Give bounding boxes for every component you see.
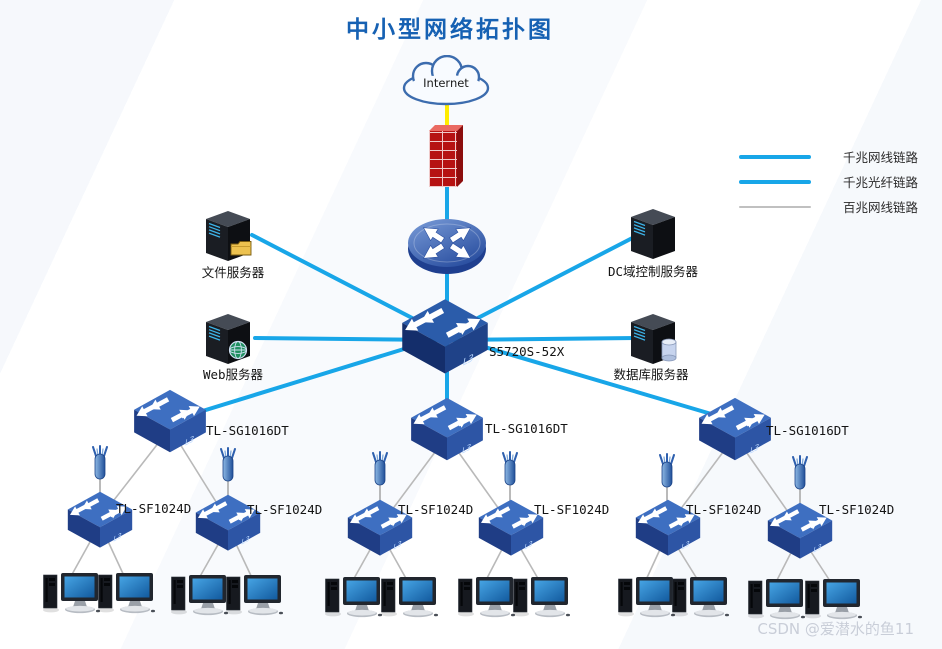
access-switch-4-label: TL-SF1024D (534, 502, 610, 517)
desktop-pc-icon (617, 576, 675, 618)
globe-icon (228, 340, 248, 360)
fast-ethernet-line-swatch (739, 205, 811, 208)
legend-label: 千兆网线链路 (843, 150, 919, 165)
internet-label: Internet (423, 76, 469, 90)
access-switch-1-icon (67, 491, 133, 548)
core-switch-icon (401, 299, 488, 374)
access-switch-3-label: TL-SF1024D (398, 502, 474, 517)
wireless-ap-icon (372, 451, 388, 502)
aggregation-switch-3-icon (698, 397, 771, 461)
core-switch-label: S5720S-52X (489, 344, 565, 359)
aggregation-switch-1-label: TL-SG1016DT (206, 423, 289, 438)
internet-cloud-icon: Internet (402, 55, 490, 106)
database-server-label: 数据库服务器 (613, 367, 689, 382)
aggregation-switch-1-icon (133, 389, 206, 453)
wireless-ap-icon (502, 451, 518, 502)
desktop-pc-icon (747, 578, 805, 620)
desktop-pc-icon (457, 576, 515, 618)
dc-server-icon (630, 208, 676, 260)
desktop-pc-icon (324, 576, 382, 618)
desktop-pc-icon (512, 576, 570, 618)
watermark: CSDN @爱潜水的鱼11 (757, 620, 914, 638)
access-switch-1-label: TL-SF1024D (116, 501, 192, 516)
link-core-sg1 (168, 335, 445, 423)
page-title: 中小型网络拓扑图 (346, 17, 554, 43)
desktop-pc-icon (671, 576, 729, 618)
aggregation-switch-2-label: TL-SG1016DT (485, 421, 568, 436)
legend-item-gigabit-fiber: 千兆光纤链路 (739, 169, 939, 194)
web-server-label: Web服务器 (202, 367, 264, 382)
legend: 千兆网线链路 千兆光纤链路 百兆网线链路 (739, 144, 939, 219)
legend-label: 百兆网线链路 (843, 200, 919, 215)
access-switch-2-label: TL-SF1024D (247, 502, 323, 517)
database-server-icon (630, 313, 677, 365)
dc-server-label: DC域控制服务器 (607, 264, 699, 279)
link-core-sg3 (449, 335, 737, 423)
gigabit-ethernet-line-swatch (739, 154, 811, 159)
aggregation-switch-2-icon (410, 397, 483, 461)
desktop-pc-icon (42, 572, 100, 614)
access-switch-6-label: TL-SF1024D (819, 502, 895, 517)
web-server-icon (205, 313, 251, 365)
access-switch-5-label: TL-SF1024D (686, 502, 762, 517)
desktop-pc-icon (225, 574, 283, 616)
router-icon (408, 219, 486, 274)
file-server-icon (205, 210, 252, 262)
desktop-pc-icon (804, 578, 862, 620)
folder-icon (230, 241, 252, 256)
legend-item-gigabit-ethernet: 千兆网线链路 (739, 144, 939, 169)
database-icon (661, 338, 677, 362)
wireless-ap-icon (792, 455, 808, 506)
desktop-pc-icon (380, 576, 438, 618)
firewall-icon (429, 131, 457, 187)
desktop-pc-icon (97, 572, 155, 614)
gigabit-fiber-line-swatch (739, 179, 811, 184)
legend-label: 千兆光纤链路 (843, 175, 919, 190)
legend-item-fast-ethernet: 百兆网线链路 (739, 194, 939, 219)
aggregation-switch-3-label: TL-SG1016DT (766, 423, 849, 438)
file-server-label: 文件服务器 (201, 265, 265, 280)
wireless-ap-icon (220, 447, 236, 498)
desktop-pc-icon (170, 574, 228, 616)
